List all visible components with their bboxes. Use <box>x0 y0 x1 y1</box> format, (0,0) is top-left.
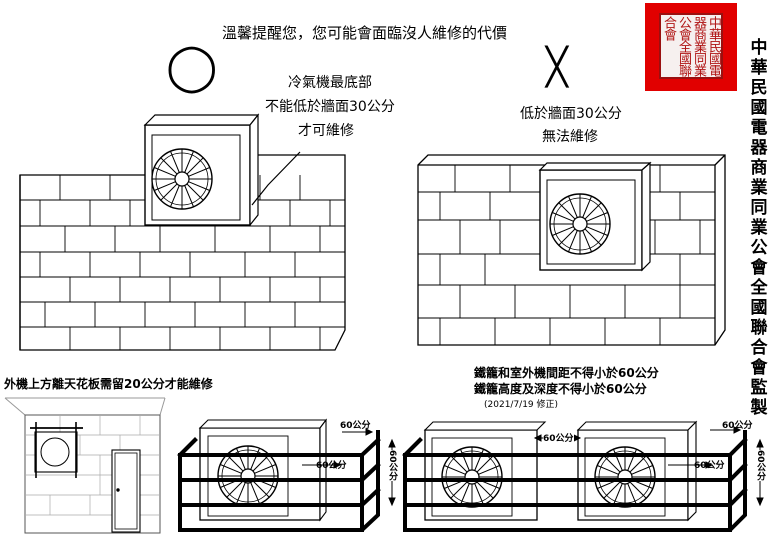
cage-note-line2: 鐵籠高度及深度不得小於60公分 <box>474 382 647 396</box>
double-unit-cage <box>402 420 764 532</box>
wrong-caption-line2: 無法維修 <box>542 129 598 145</box>
left-outdoor-unit <box>143 113 260 227</box>
left-wall <box>19 154 346 351</box>
wrong-caption-line1: 低於牆面30公分 <box>520 106 622 122</box>
dim-label-single-side: 60公分 <box>386 450 399 481</box>
dim-label-single-mid: 60公分 <box>316 461 347 471</box>
correct-caption-line2: 不能低於牆面30公分 <box>265 99 395 115</box>
correct-caption-line3: 才可維修 <box>298 123 354 139</box>
single-unit-cage <box>177 418 396 532</box>
dim-label-double-side: 60公分 <box>754 450 767 481</box>
dim-label-double-mid: 60公分 <box>694 461 725 471</box>
notice-heading: 溫馨提醒您，您可能會面臨沒人維修的代價 <box>222 24 508 42</box>
correct-caption-line1: 冷氣機最底部 <box>288 75 372 91</box>
wrong-mark: ╳ <box>546 47 568 88</box>
seal-text: 中華民國電器商業同業公會全國聯合會 <box>661 16 721 76</box>
dim-label-single-top: 60公分 <box>340 421 371 431</box>
cage-note-line1: 鐵籠和室外機間距不得小於60公分 <box>474 366 659 380</box>
right-wall <box>417 154 726 346</box>
right-outdoor-unit <box>538 161 652 272</box>
ceiling-room-sketch <box>4 397 166 534</box>
ceiling-clearance-note: 外機上方離天花板需留20公分才能維修 <box>4 377 213 391</box>
organization-title: 中華民國電器商業同業公會全國聯合會監製 <box>750 38 768 418</box>
association-seal: 中華民國電器商業同業公會全國聯合會 <box>645 3 737 91</box>
revision-date: (2021/7/19 修正) <box>484 400 559 410</box>
dim-label-double-gap: 60公分 <box>543 431 574 444</box>
left-pointer-line <box>251 151 301 206</box>
dim-label-double-top: 60公分 <box>722 421 753 431</box>
correct-mark: ◯ <box>166 39 218 93</box>
